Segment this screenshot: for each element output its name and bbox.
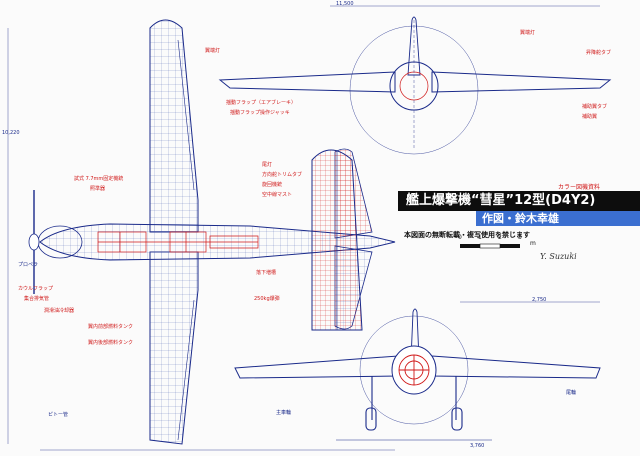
callout-tail-wheel: 尾輪	[566, 390, 577, 396]
credit-banner: 作図・鈴木幸雄	[476, 211, 640, 226]
plan-wing-lower	[149, 251, 199, 445]
callout-exhaust: 集合排気管	[24, 296, 50, 302]
callout-elevator-tab: 昇降舵タブ	[586, 50, 612, 56]
callout-fuel-tank-1: 翼内前部燃料タンク	[88, 324, 134, 330]
callout-flap-jack: 揺動フラップ操作ジャッキ	[230, 110, 290, 116]
callout-flap: 揺動フラップ（エアブレーキ）	[226, 100, 297, 106]
callout-cowl-flap: カウルフラップ	[18, 286, 54, 292]
front-view-upper	[218, 5, 612, 155]
callout-aileron-tab: 補助翼タブ	[582, 104, 608, 110]
callout-bomb: 250kg爆弾	[254, 296, 280, 302]
callout-nav-light-r: 翼端灯	[520, 30, 536, 36]
scale-tick-1: 1	[478, 234, 482, 241]
callout-gun-77: 試式 7.7mm固定機銃	[74, 176, 124, 182]
front-wing2-right	[431, 355, 601, 379]
scale-bar-graphic	[460, 243, 520, 249]
signature: Y. Suzuki	[540, 252, 577, 261]
dim-track: 3,760	[470, 443, 485, 449]
scale-unit: m	[530, 240, 536, 247]
plan-wing-upper	[149, 19, 199, 233]
callout-tail-gun: 旋回機銃	[262, 182, 283, 188]
scale-tick-0: 0	[458, 234, 462, 241]
callout-main-wheel: 主車輪	[276, 410, 292, 416]
front-view-lower	[234, 301, 601, 441]
callout-pitot: ピトー管	[48, 412, 69, 418]
scale-tick-2: 2	[498, 234, 502, 241]
tail-side-view	[311, 149, 363, 331]
front-fin	[407, 16, 421, 76]
callout-aileron: 補助翼	[582, 114, 598, 120]
callout-nav-light-l: 翼端灯	[205, 48, 221, 54]
front-wing-left	[218, 71, 396, 93]
copyright-notice: 本図面の無断転載・複写使用を禁じます	[404, 231, 530, 239]
dim-length: 10,220	[2, 130, 20, 136]
callout-fuel-tank-2: 翼内後部燃料タンク	[88, 340, 134, 346]
dim-prop: 2,750	[532, 297, 547, 303]
dim-span: 11,500	[336, 1, 354, 7]
callout-rudder-tab: 方向舵トリムタブ	[262, 172, 303, 178]
callout-drop-tank: 落下増槽	[256, 270, 277, 276]
title-banner: 艦上爆撃機“彗星”12型(D4Y2)	[398, 191, 640, 211]
front-wing2-left	[234, 355, 399, 379]
scale-tick-3: 3	[518, 234, 522, 241]
callout-tail-light: 尾灯	[262, 162, 273, 168]
front-wing-right	[431, 71, 612, 93]
callout-gunsight: 照準器	[90, 186, 106, 192]
callout-radio-mast: 空中線マスト	[262, 192, 293, 198]
callout-oil-cooler: 潤滑油冷却器	[44, 308, 75, 314]
series-tag: カラー図機資料	[558, 184, 601, 191]
callout-propeller: プロペラ	[18, 262, 39, 268]
